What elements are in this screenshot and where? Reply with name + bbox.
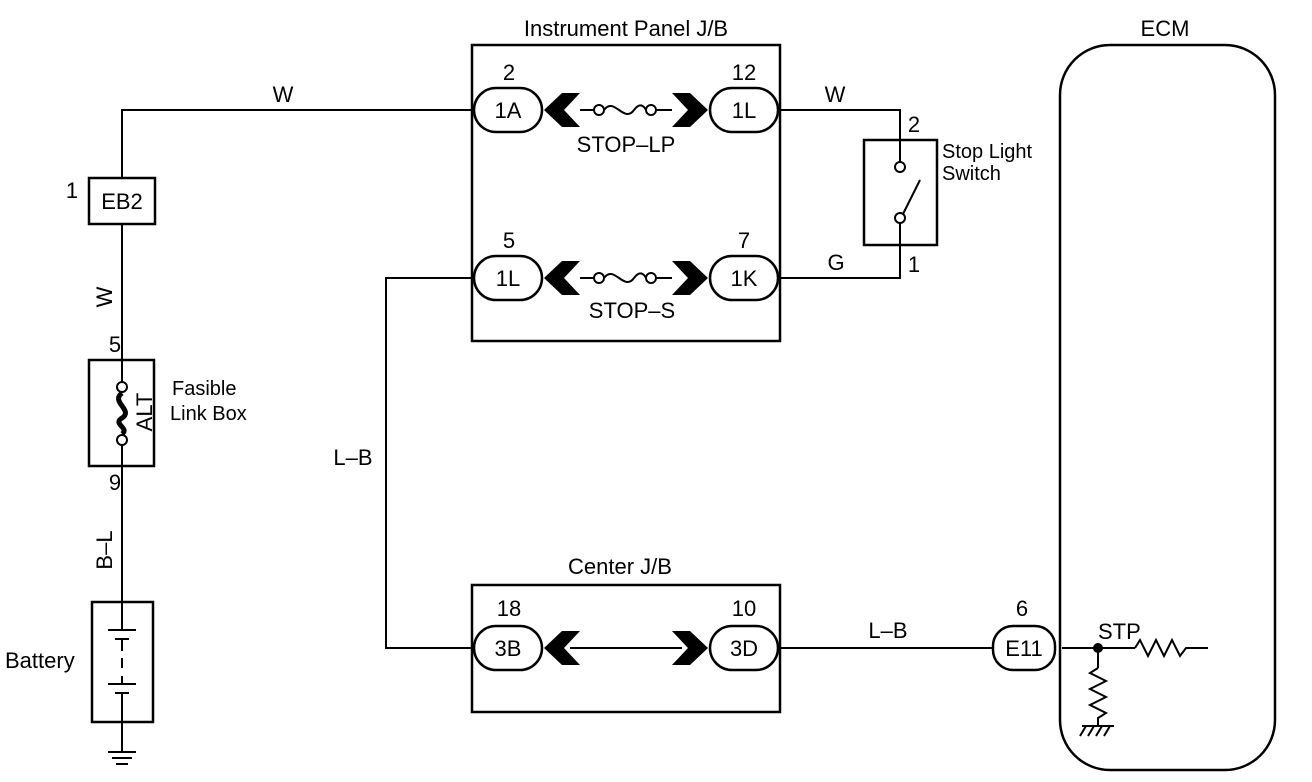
eb2-label: EB2 — [101, 189, 143, 214]
pin-label: 7 — [738, 228, 750, 253]
bus-arrow-left-icon — [544, 631, 580, 665]
ground-icon — [108, 751, 136, 765]
resistor-icon — [1087, 667, 1109, 725]
fusible-link-label-1: Fasible — [172, 378, 236, 400]
wires — [121, 109, 1135, 752]
center-jb: Center J/B 18 3B 10 3D — [470, 554, 782, 714]
ecm-title: ECM — [1141, 16, 1190, 41]
fuse-terminal-icon — [645, 272, 657, 284]
pin-label: 1 — [908, 252, 920, 277]
fuse-label: STOP–S — [589, 298, 675, 323]
stop-light-switch-label-2: Switch — [942, 163, 1001, 185]
connector-1l-bottom — [472, 254, 544, 302]
wire-color-label: W — [92, 286, 117, 307]
pin-label: 2 — [908, 112, 920, 137]
ecm-box — [1058, 43, 1277, 772]
connector-label: 1A — [495, 98, 522, 123]
bus-arrow-right-icon — [672, 631, 708, 665]
wire-color-label: W — [825, 82, 846, 107]
fuse-arrow-right-icon — [672, 261, 708, 295]
connector-label: 3B — [495, 636, 522, 661]
connector-label: 1L — [496, 266, 520, 291]
wire-w-top-left — [121, 109, 475, 178]
fuse-stop-s: STOP–S — [544, 261, 708, 323]
fuse-element-icon — [603, 272, 647, 284]
ecm: ECM STP — [1058, 16, 1277, 772]
wire-g — [779, 245, 901, 279]
fuse-terminal-icon — [116, 381, 128, 393]
fuse-label: STOP–LP — [577, 132, 676, 157]
connector-1k — [708, 254, 780, 302]
connector-1l-top — [708, 86, 780, 134]
battery-label: Battery — [5, 648, 75, 673]
battery-cell-icon — [108, 629, 136, 640]
connector-e11 — [991, 624, 1057, 672]
wire-color-label: L–B — [333, 445, 372, 470]
pin-label: 2 — [503, 60, 515, 85]
fuse-arrow-right-icon — [672, 93, 708, 127]
resistor-icon — [1134, 637, 1208, 659]
center-jb-box — [470, 583, 782, 714]
fuse-element-icon — [603, 104, 647, 116]
switch-contact-icon — [894, 212, 906, 224]
stop-light-switch-label-1: Stop Light — [942, 141, 1033, 163]
wire-color-labels: W W G W L–B L–B B–L — [92, 82, 908, 643]
fusible-link-element-icon — [116, 391, 128, 436]
connector-label: E11 — [1005, 636, 1043, 661]
connector-3d — [708, 624, 780, 672]
fuse-terminal-icon — [116, 434, 128, 446]
connector-1a — [472, 86, 544, 134]
chassis-ground-icon — [1079, 725, 1114, 737]
fusible-link-box: 5 9 ALT Fasible Link Box — [87, 332, 247, 495]
fusible-link-alt-label: ALT — [132, 393, 157, 432]
fuse-arrow-left-icon — [544, 261, 580, 295]
pin-label: 18 — [497, 596, 521, 621]
switch-blade-icon — [902, 179, 921, 215]
instrument-panel-jb: Instrument Panel J/B 2 1A 12 1L STOP–LP … — [470, 16, 782, 343]
connector-label: 1K — [731, 266, 758, 291]
wire-l-b-vertical — [385, 277, 475, 649]
fuse-stop-lp: STOP–LP — [544, 93, 708, 157]
fuse-terminal-icon — [645, 104, 657, 116]
fuse-terminal-icon — [593, 104, 605, 116]
switch-contact-icon — [894, 161, 906, 173]
wire-color-label: B–L — [92, 530, 117, 569]
e11-connector: 6 E11 — [991, 596, 1057, 672]
battery: Battery — [5, 600, 155, 765]
instrument-panel-jb-box — [470, 43, 782, 343]
fusible-link-label-2: Link Box — [170, 403, 247, 425]
wire-color-label: L–B — [868, 618, 907, 643]
wire-color-label: W — [273, 82, 294, 107]
pin-label: 12 — [732, 60, 756, 85]
connector-label: 3D — [730, 636, 758, 661]
ecm-signal-label: STP — [1098, 619, 1141, 644]
fuse-terminal-icon — [593, 272, 605, 284]
fuse-arrow-left-icon — [544, 93, 580, 127]
pin-label: 10 — [732, 596, 756, 621]
pin-label: 9 — [109, 470, 121, 495]
instrument-panel-jb-title: Instrument Panel J/B — [524, 16, 728, 41]
battery-cell-icon — [108, 683, 136, 694]
wire-w-top-right — [779, 109, 901, 140]
pin-label: 1 — [66, 178, 78, 203]
connector-3b — [472, 624, 544, 672]
pin-label: 5 — [109, 332, 121, 357]
pin-label: 6 — [1016, 596, 1028, 621]
stop-light-switch: 2 1 Stop Light Switch — [862, 112, 1033, 277]
connector-label: 1L — [732, 98, 756, 123]
center-jb-title: Center J/B — [568, 554, 672, 579]
eb2-box — [87, 176, 157, 226]
eb2-connector: EB2 1 — [66, 176, 157, 226]
pin-label: 5 — [503, 228, 515, 253]
wire-color-label: G — [827, 250, 844, 275]
